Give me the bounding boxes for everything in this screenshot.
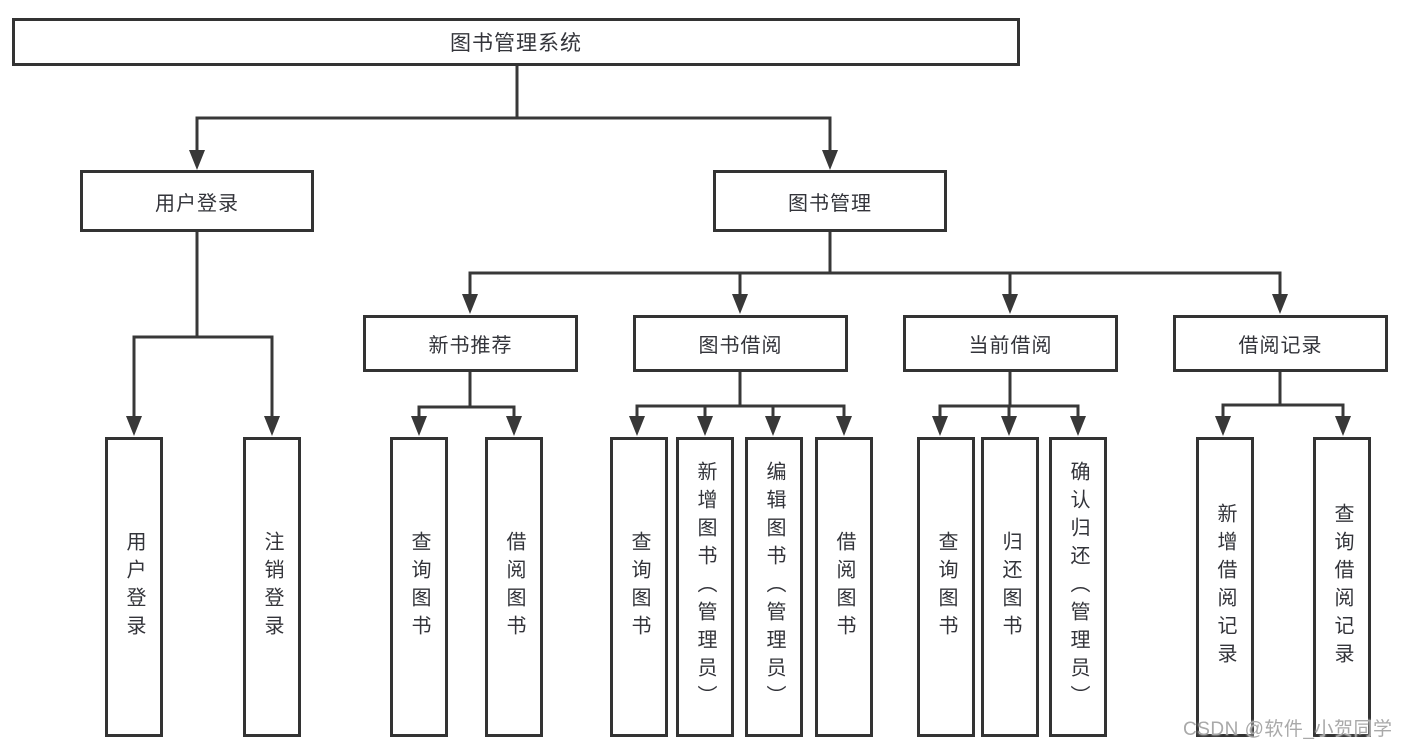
- node-label: 图书借阅: [698, 335, 783, 357]
- node-label: 借阅图书: [503, 531, 525, 643]
- leaf-add-borrow-record: 新增借阅记录: [1196, 437, 1254, 737]
- leaf-confirm-return-admin: 确认归还（管理员）: [1049, 437, 1107, 737]
- node-book-management: 图书管理: [713, 170, 947, 232]
- leaf-borrow-books: 借阅图书: [815, 437, 873, 737]
- leaf-borrow-books-recommend: 借阅图书: [485, 437, 543, 737]
- node-label: 当前借阅: [968, 335, 1053, 357]
- arrowhead-icons: [126, 150, 1351, 436]
- node-label: 图书管理系统: [450, 32, 582, 55]
- node-label: 查询图书: [935, 531, 957, 643]
- node-label: 借阅记录: [1238, 335, 1323, 357]
- leaf-user-login: 用户登录: [105, 437, 163, 737]
- node-label: 新书推荐: [428, 335, 513, 357]
- node-label: 查询图书: [408, 531, 430, 643]
- leaf-return-books: 归还图书: [981, 437, 1039, 737]
- node-borrowing-records: 借阅记录: [1173, 315, 1388, 372]
- node-label: 新增图书（管理员）: [694, 461, 716, 713]
- node-label: 查询图书: [628, 531, 650, 643]
- leaf-logout: 注销登录: [243, 437, 301, 737]
- node-label: 注销登录: [261, 531, 283, 643]
- leaf-add-books-admin: 新增图书（管理员）: [676, 437, 734, 737]
- leaf-query-borrow-record: 查询借阅记录: [1313, 437, 1371, 737]
- leaf-edit-books-admin: 编辑图书（管理员）: [745, 437, 803, 737]
- node-label: 图书管理: [788, 192, 872, 215]
- leaf-query-books-recommend: 查询图书: [390, 437, 448, 737]
- node-label: 借阅图书: [833, 531, 855, 643]
- node-label: 编辑图书（管理员）: [763, 461, 785, 713]
- node-current-borrowing: 当前借阅: [903, 315, 1118, 372]
- node-new-book-recommendation: 新书推荐: [363, 315, 578, 372]
- node-label: 确认归还（管理员）: [1067, 461, 1089, 713]
- node-library-system-root: 图书管理系统: [12, 18, 1020, 66]
- node-user-login: 用户登录: [80, 170, 314, 232]
- node-book-borrowing: 图书借阅: [633, 315, 848, 372]
- node-label: 查询借阅记录: [1331, 503, 1353, 671]
- csdn-watermark: CSDN @软件_小贺同学: [1183, 719, 1393, 740]
- leaf-query-books-borrowing: 查询图书: [610, 437, 668, 737]
- node-label: 用户登录: [123, 531, 145, 643]
- node-label: 归还图书: [999, 531, 1021, 643]
- node-label: 新增借阅记录: [1214, 503, 1236, 671]
- leaf-query-books-current: 查询图书: [917, 437, 975, 737]
- node-label: 用户登录: [155, 192, 239, 215]
